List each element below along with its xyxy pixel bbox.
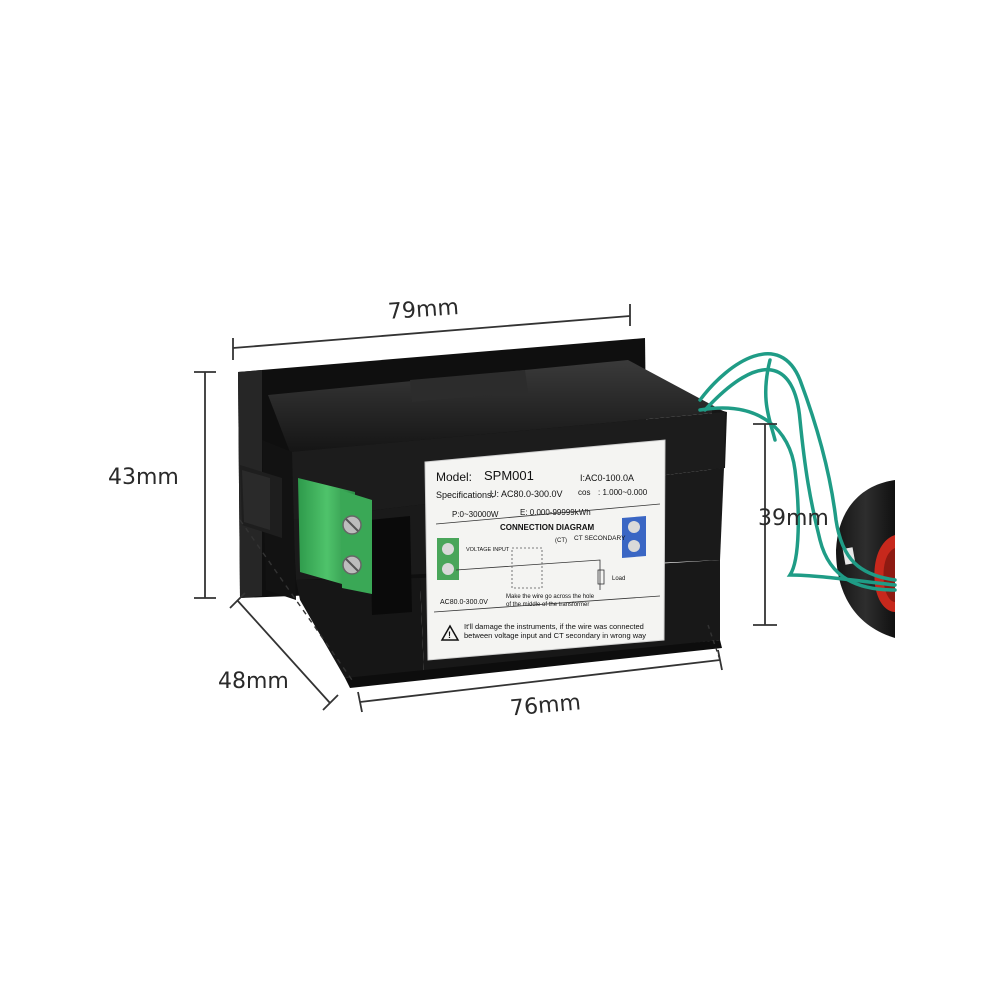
dimension-depth: 48mm: [218, 669, 289, 694]
label-warning-1: It'll damage the instruments, if the wir…: [464, 622, 644, 631]
label-ct: (CT): [555, 538, 567, 544]
label-cos-value: : 1.000~0.000: [598, 488, 648, 497]
label-wire-note-2: of the middle of the transformer: [506, 602, 589, 608]
dimension-width-bottom: 76mm: [509, 690, 582, 721]
label-power: P:0~30000W: [452, 510, 499, 519]
label-voltage-input: VOLTAGE INPUT: [466, 547, 510, 553]
label-wire-note-1: Make the wire go across the hole: [506, 594, 595, 600]
connection-diagram: VOLTAGE INPUT (CT) CT SECONDARY Load Mak…: [437, 516, 646, 608]
label-cos: cos: [578, 488, 590, 497]
label-diagram-title: CONNECTION DIAGRAM: [500, 523, 595, 532]
current-transformer-coil: [836, 480, 895, 638]
label-spec-prefix: Specifications:: [436, 490, 494, 500]
svg-text:!: !: [448, 630, 451, 640]
label-warning-2: between voltage input and CT secondary i…: [464, 631, 646, 640]
spec-label: Model: SPM001 I:AC0-100.0A Specification…: [424, 439, 666, 661]
label-ct-secondary: CT SECONDARY: [574, 535, 626, 542]
dimension-width-top: 79mm: [387, 295, 459, 325]
warning-icon: !: [440, 624, 460, 641]
label-voltage: U: AC80.0-300.0V: [490, 489, 563, 499]
label-ac-range: AC80.0-300.0V: [440, 599, 488, 606]
dimension-height-right: 39mm: [758, 506, 829, 531]
ct-wires: [698, 352, 897, 592]
mounting-clip: [240, 465, 282, 538]
label-model-prefix: Model:: [436, 470, 472, 484]
voltage-terminal-block: [298, 478, 372, 594]
label-current: I:AC0-100.0A: [580, 473, 634, 483]
label-model: SPM001: [484, 468, 534, 483]
label-energy: E: 0.000-99999kWh: [520, 508, 591, 517]
label-load: Load: [612, 576, 625, 582]
dimension-height-left: 43mm: [108, 465, 179, 490]
dimension-lines: [194, 304, 777, 713]
